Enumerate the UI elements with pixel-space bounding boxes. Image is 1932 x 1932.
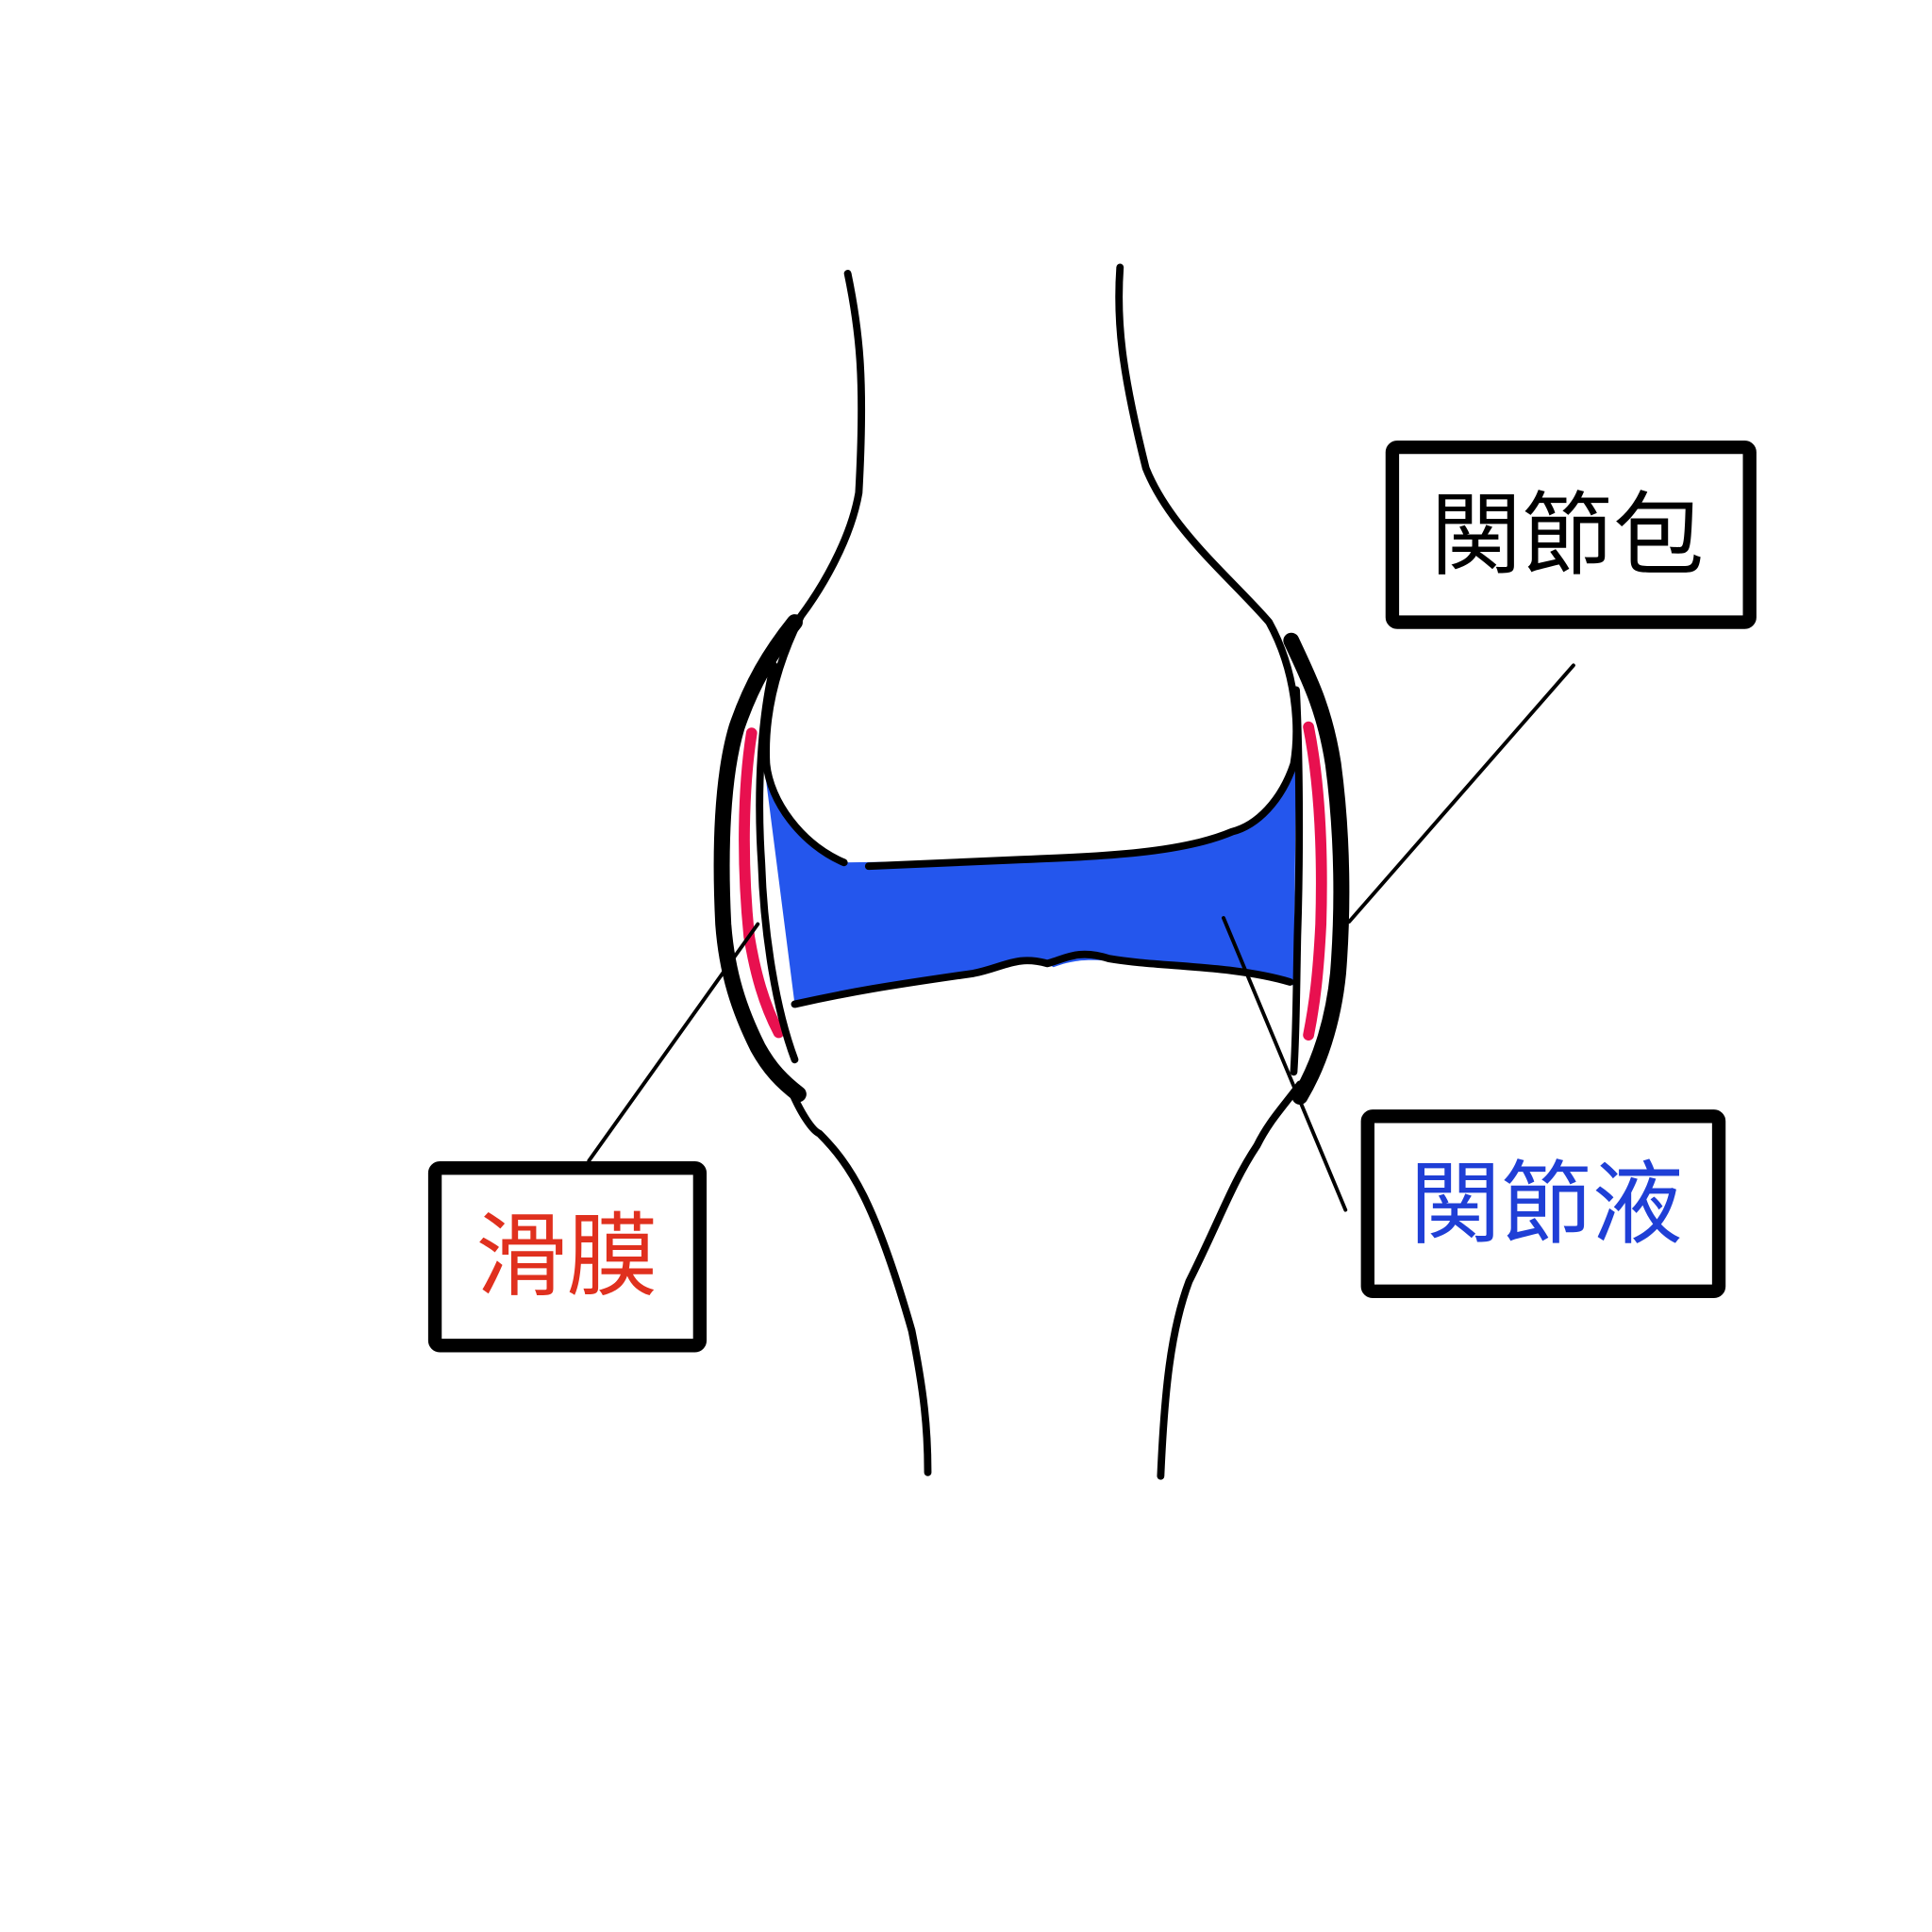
capsule-inner-right — [1290, 686, 1304, 1076]
synovium-left — [739, 727, 785, 1039]
leader-line-capsule — [1347, 663, 1575, 924]
label-fluid: 関節液 — [1409, 1151, 1683, 1257]
tibia-outline-right — [1157, 1080, 1304, 1480]
tibia-surface — [791, 950, 1294, 1008]
leader-line-fluid — [1222, 916, 1348, 1212]
label-capsule: 関節包 — [1430, 482, 1704, 589]
synovium-right — [1303, 721, 1327, 1041]
capsule-inner-left — [756, 661, 799, 1064]
label-box-synovium — [427, 1161, 708, 1353]
femur-outline-left — [762, 270, 866, 867]
capsule-left — [713, 614, 807, 1103]
tibia-outline-left — [784, 1080, 932, 1476]
label-box-fluid — [1360, 1109, 1726, 1298]
capsule-right — [1283, 632, 1350, 1105]
femur-outline-right — [864, 263, 1301, 871]
label-box-capsule — [1385, 440, 1757, 629]
label-synovium: 滑膜 — [475, 1203, 658, 1309]
joint-fluid-area — [763, 758, 1297, 1005]
leader-line-synovium — [587, 922, 760, 1163]
